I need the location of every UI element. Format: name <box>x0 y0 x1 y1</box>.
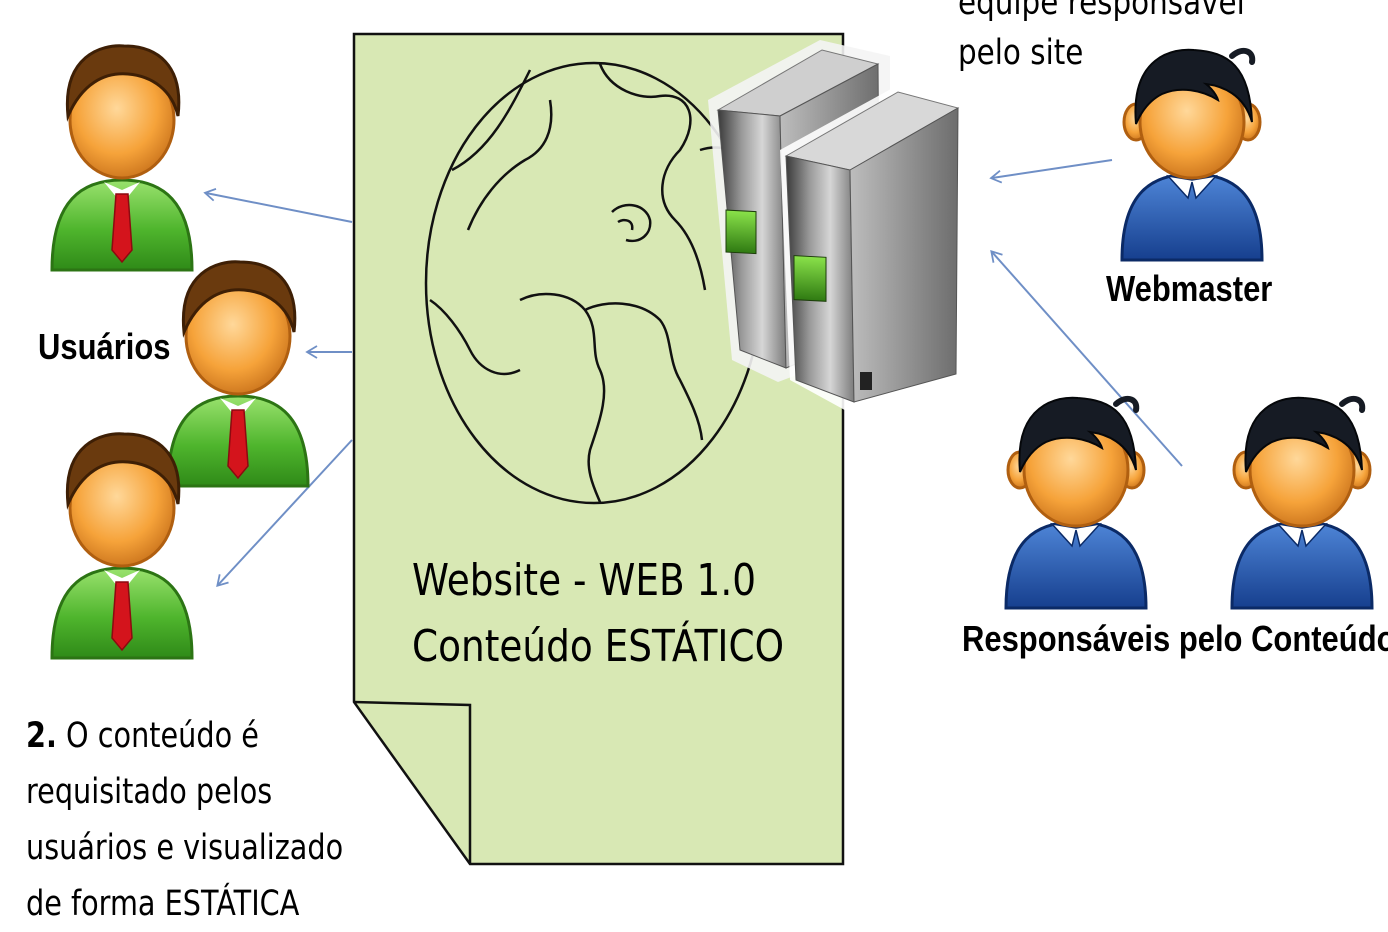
arrow-from-webmaster <box>989 159 1113 184</box>
team-caption-line2: pelo site <box>958 33 1084 73</box>
user-avatar-2 <box>166 260 310 488</box>
webmaster-avatar <box>1122 50 1262 260</box>
website-caption: Website - WEB 1.0 Conteúdo ESTÁTICO <box>412 548 784 680</box>
step-line1: O conteúdo é <box>66 716 259 756</box>
step-number: 2. <box>26 716 57 756</box>
team-caption: equipe responsável pelo site <box>958 0 1245 78</box>
content-editor-avatar-2 <box>1232 398 1372 608</box>
step-line4: de forma ESTÁTICA <box>26 884 300 924</box>
arrow-from-content-team <box>990 249 1183 467</box>
website-document <box>352 32 845 866</box>
step-line3: usuários e visualizado <box>26 828 344 868</box>
users-label: Usuários <box>38 326 171 367</box>
server-icon <box>708 40 970 414</box>
content-editor-avatar-1 <box>1006 398 1146 608</box>
website-caption-line2: Conteúdo ESTÁTICO <box>412 621 785 672</box>
arrow-to-user-1 <box>203 188 353 223</box>
content-team-label: Responsáveis pelo Conteúdo <box>962 618 1388 659</box>
arrow-to-user-3 <box>216 439 353 588</box>
team-caption-line1: equipe responsável <box>958 0 1245 23</box>
step-line2: requisitado pelos <box>26 772 273 812</box>
step-description: 2. O conteúdo é requisitado pelos usuári… <box>26 708 343 932</box>
user-avatar-3 <box>50 432 194 660</box>
webmaster-label: Webmaster <box>1106 268 1273 309</box>
user-avatar-1 <box>50 44 194 272</box>
website-caption-line1: Website - WEB 1.0 <box>412 555 756 606</box>
